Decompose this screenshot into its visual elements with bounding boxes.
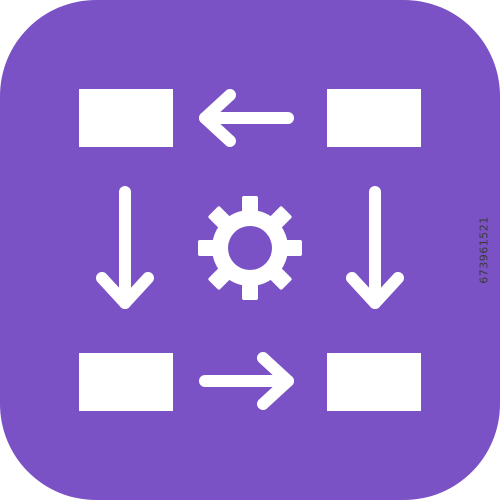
box-top-left: [79, 89, 173, 147]
gear-icon: [198, 196, 302, 300]
box-bottom-left: [79, 353, 173, 411]
box-bottom-right: [327, 353, 421, 411]
arrow-down-right-icon: [346, 186, 404, 309]
arrow-left-icon: [199, 89, 294, 147]
box-top-right: [327, 89, 421, 147]
stock-id-watermark: 673961521: [477, 216, 491, 284]
arrow-right-icon: [199, 352, 294, 410]
arrow-down-left-icon: [96, 186, 154, 309]
